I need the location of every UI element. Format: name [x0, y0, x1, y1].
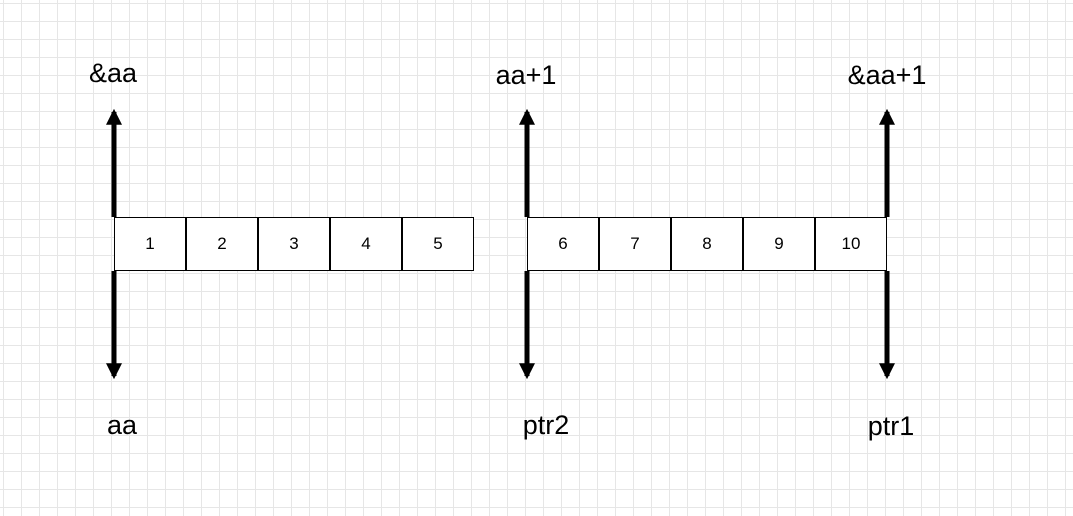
bottom-label-ptr-0: aa [106, 410, 138, 440]
array-cell: 10 [815, 217, 887, 271]
top-label-ptr-0: &aa [88, 58, 138, 88]
bottom-label-ptr-1: ptr2 [522, 410, 570, 440]
top-label-ptr-1: aa+1 [495, 60, 557, 90]
array-cell: 5 [402, 217, 474, 271]
bottom-label-ptr-2: ptr1 [867, 411, 915, 441]
array-cell: 3 [258, 217, 330, 271]
array-cell: 8 [671, 217, 743, 271]
array-cell: 6 [527, 217, 599, 271]
array-cell: 4 [330, 217, 402, 271]
array-cell: 2 [186, 217, 258, 271]
array-cell: 9 [743, 217, 815, 271]
array-cell: 7 [599, 217, 671, 271]
top-label-ptr-2: &aa+1 [847, 60, 927, 90]
array-cell: 1 [114, 217, 186, 271]
